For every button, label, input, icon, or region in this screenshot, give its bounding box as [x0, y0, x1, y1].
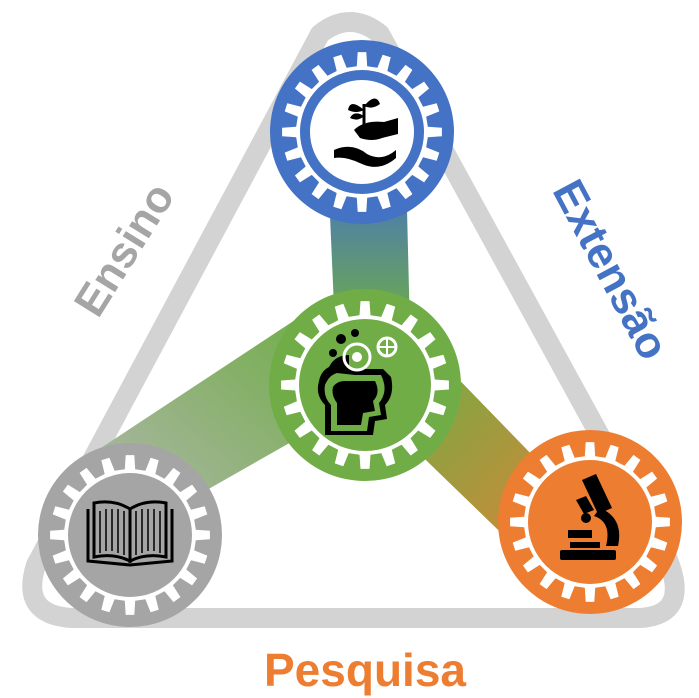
- open-book-icon: [72, 477, 188, 593]
- head-gears-icon: [303, 323, 427, 447]
- microscope-icon: [532, 464, 648, 580]
- triangle-frame: [22, 12, 685, 628]
- hand-plant-icon: [310, 80, 414, 184]
- label-pesquisa: Pesquisa: [264, 644, 466, 696]
